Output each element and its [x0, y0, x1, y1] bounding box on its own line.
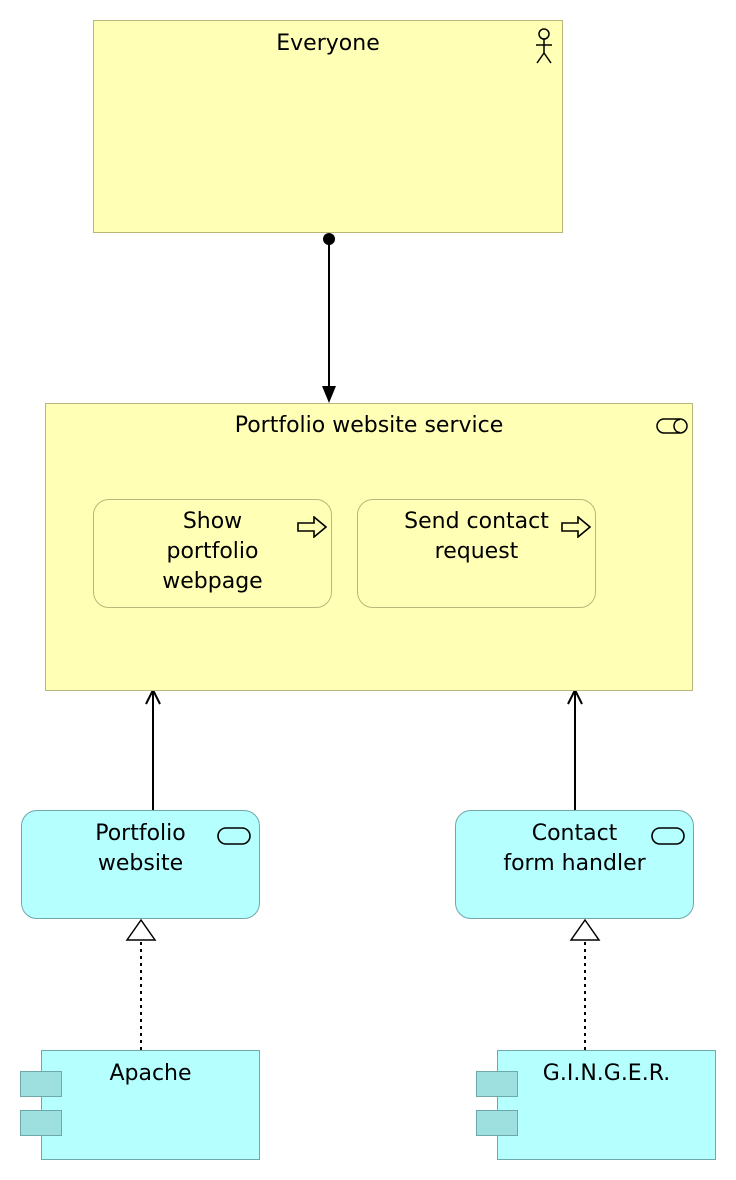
- component-apache[interactable]: Apache: [41, 1050, 260, 1160]
- app-service-portfolio-website[interactable]: Portfolio website: [21, 810, 260, 919]
- actor-label: Everyone: [276, 31, 380, 56]
- business-service-portfolio-website-service[interactable]: Portfolio website service Show portfolio…: [45, 403, 693, 691]
- process-label: Show portfolio webpage: [162, 509, 263, 594]
- component-label: G.I.N.G.E.R.: [542, 1061, 671, 1086]
- edge-apache-to-portfolio-website[interactable]: [125, 918, 157, 1050]
- edge-everyone-to-service[interactable]: [322, 233, 336, 403]
- app-service-contact-form-handler[interactable]: Contact form handler: [455, 810, 694, 919]
- actor-icon: [536, 28, 552, 64]
- edge-portfolio-website-to-service[interactable]: [145, 687, 161, 810]
- process-send-contact-request[interactable]: Send contact request: [357, 499, 596, 608]
- actor-everyone[interactable]: Everyone: [93, 20, 563, 233]
- app-service-label: Portfolio website: [95, 821, 186, 876]
- process-arrow-icon: [561, 516, 591, 538]
- component-label: Apache: [109, 1061, 192, 1086]
- process-label: Send contact request: [404, 509, 549, 564]
- component-ginger[interactable]: G.I.N.G.E.R.: [497, 1050, 716, 1160]
- service-icon: [217, 827, 251, 845]
- business-service-label: Portfolio website service: [234, 413, 504, 438]
- component-icon: [20, 1110, 62, 1136]
- edge-ginger-to-contact-handler[interactable]: [569, 918, 601, 1050]
- process-arrow-icon: [297, 516, 327, 538]
- service-icon: [651, 827, 685, 845]
- process-show-portfolio-webpage[interactable]: Show portfolio webpage: [93, 499, 332, 608]
- service-icon: [656, 418, 688, 434]
- app-service-label: Contact form handler: [503, 821, 646, 876]
- component-icon: [20, 1071, 62, 1097]
- edge-contact-handler-to-service[interactable]: [567, 687, 583, 810]
- component-icon: [476, 1071, 518, 1097]
- component-icon: [476, 1110, 518, 1136]
